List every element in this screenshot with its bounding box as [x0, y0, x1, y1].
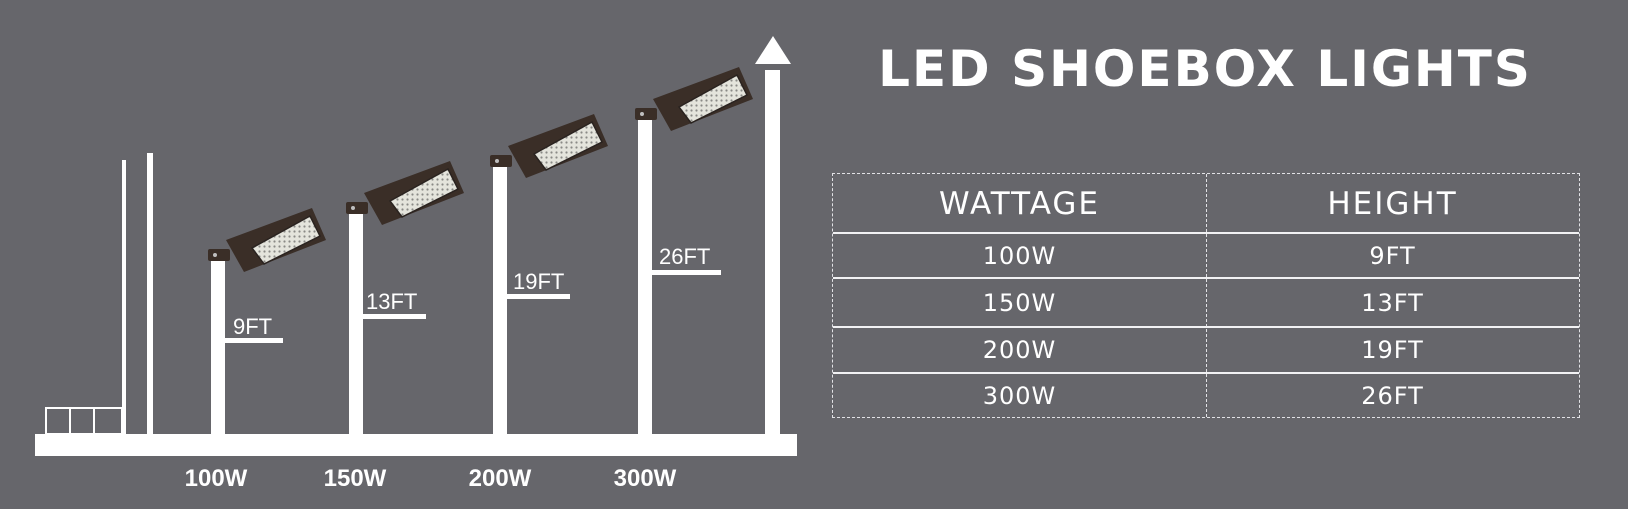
pole-300w	[634, 66, 754, 436]
building-icon	[45, 407, 123, 435]
table-row: 150W 13FT	[833, 279, 1579, 326]
pole-150w	[345, 160, 465, 436]
height-label: 26FT	[659, 244, 710, 269]
table-row: 200W 19FT	[833, 328, 1579, 372]
row-divider	[833, 372, 1579, 374]
building-pole-1	[122, 160, 126, 436]
up-arrow-icon	[755, 36, 791, 436]
pole-height-diagram: 9FT 13FT 19FT 26FT 100W 150W 200W 300W	[35, 36, 797, 492]
pole-200w	[489, 113, 609, 436]
building-pole-2	[147, 153, 153, 436]
cell-wattage: 150W	[982, 288, 1057, 317]
wattage-label: 200W	[469, 465, 532, 492]
table-header-row: WATTAGE HEIGHT	[833, 174, 1579, 233]
table-row: 100W 9FT	[833, 234, 1579, 277]
spec-table: WATTAGE HEIGHT 100W 9FT 150W 13FT 200W 1…	[832, 173, 1580, 418]
ground-line	[35, 434, 797, 456]
height-label: 19FT	[513, 269, 564, 294]
cell-height: 19FT	[1361, 336, 1424, 364]
shoebox-light-fixture-icon	[634, 66, 754, 132]
wattage-label: 150W	[324, 465, 387, 492]
wattage-label: 100W	[185, 465, 248, 492]
page-title: LED SHOEBOX LIGHTS	[878, 40, 1532, 98]
cell-height: 13FT	[1361, 288, 1424, 317]
cell-height: 26FT	[1361, 382, 1424, 410]
cell-height: 9FT	[1369, 241, 1416, 270]
table-row: 300W 26FT	[833, 374, 1579, 418]
column-divider	[1206, 174, 1207, 417]
wattage-label: 300W	[614, 465, 677, 492]
pole-100w	[207, 207, 327, 436]
height-label: 13FT	[366, 289, 417, 314]
row-divider	[833, 277, 1579, 279]
cell-wattage: 300W	[982, 382, 1057, 410]
cell-wattage: 200W	[982, 336, 1057, 364]
shoebox-light-fixture-icon	[345, 160, 465, 226]
header-height: HEIGHT	[1327, 185, 1458, 222]
header-wattage: WATTAGE	[939, 185, 1100, 222]
cell-wattage: 100W	[982, 241, 1057, 270]
height-label: 9FT	[233, 314, 272, 339]
row-divider	[833, 232, 1579, 234]
shoebox-light-fixture-icon	[207, 207, 327, 273]
shoebox-light-fixture-icon	[489, 113, 609, 179]
row-divider	[833, 326, 1579, 328]
